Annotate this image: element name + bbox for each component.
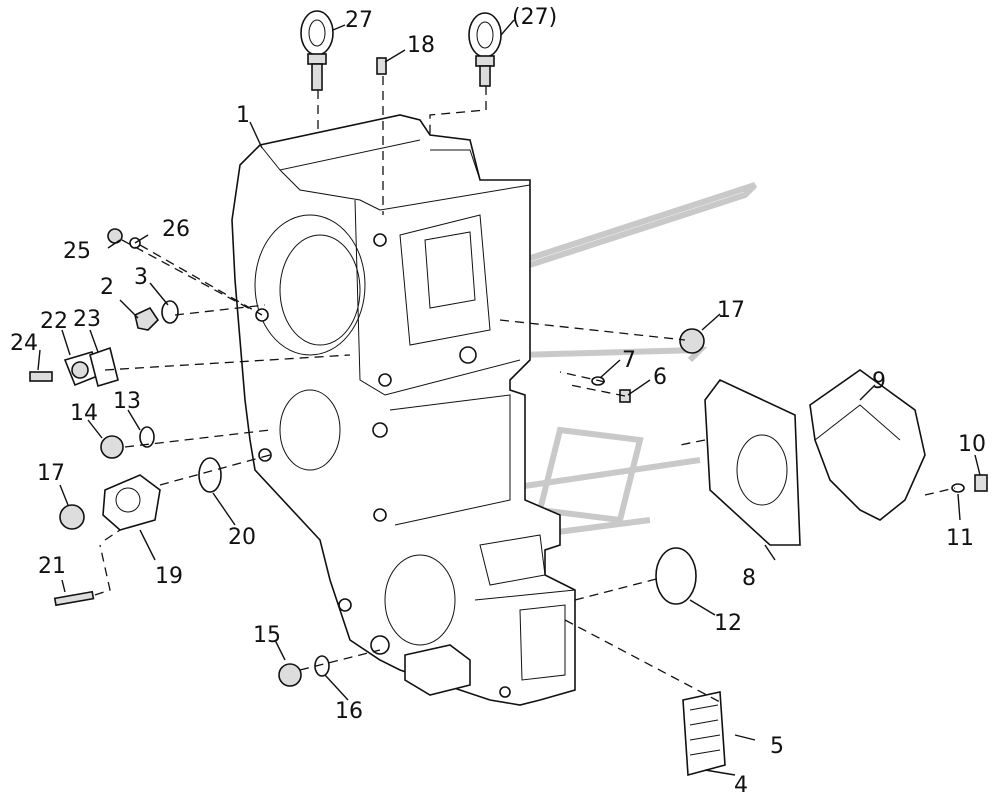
callout-2: 2: [100, 275, 114, 300]
callout-27-alt: (27): [512, 5, 557, 30]
bolt-10: [974, 474, 988, 492]
cover-12: [655, 547, 697, 605]
guard-9: [809, 369, 926, 521]
plug-17-right: [679, 328, 705, 354]
lifting-eye-27: [300, 10, 334, 91]
callout-5: 5: [770, 734, 784, 759]
callout-21: 21: [38, 554, 66, 579]
plug-15: [278, 663, 302, 687]
callout-9: 9: [872, 369, 886, 394]
callout-19: 19: [155, 564, 183, 589]
seal-ring-3: [161, 300, 179, 324]
seal-ring-13: [139, 426, 155, 448]
screw-24: [29, 371, 53, 382]
callout-27: 27: [345, 8, 373, 33]
callout-17-left: 17: [37, 461, 65, 486]
callout-22: 22: [40, 309, 68, 334]
callout-20: 20: [228, 525, 256, 550]
pump-cover-19: [102, 474, 161, 531]
callout-11: 11: [946, 526, 974, 551]
assembly-lines: [94, 76, 956, 703]
callout-26: 26: [162, 217, 190, 242]
gasket-23: [89, 346, 119, 388]
screw-21: [53, 590, 95, 607]
callout-10: 10: [958, 432, 986, 457]
callout-13: 13: [113, 389, 141, 414]
callout-6: 6: [653, 365, 667, 390]
lifting-eye-27-alt: [468, 12, 502, 87]
callout-7: 7: [622, 348, 636, 373]
screw-18: [376, 57, 387, 75]
washer-11: [951, 483, 965, 493]
callout-4: 4: [734, 773, 748, 798]
transmission-housing: [231, 114, 576, 706]
leader-lines: [37, 19, 981, 776]
callout-23: 23: [73, 307, 101, 332]
plug-14: [100, 435, 124, 459]
cover-plate-8: [704, 379, 801, 546]
nameplate-4: [682, 691, 726, 777]
callout-25: 25: [63, 239, 91, 264]
callout-1: 1: [236, 103, 250, 128]
callout-18: 18: [407, 33, 435, 58]
callout-15: 15: [253, 623, 281, 648]
plug-17-left: [59, 504, 85, 530]
callout-3: 3: [134, 265, 148, 290]
callout-16: 16: [335, 699, 363, 724]
callout-12: 12: [714, 611, 742, 636]
plug-2: [134, 306, 160, 331]
callout-8: 8: [742, 566, 756, 591]
callout-17-right: 17: [717, 298, 745, 323]
callout-24: 24: [10, 331, 38, 356]
o-ring-20: [198, 457, 222, 493]
callout-labels: 1 2 3 4 5 6 7 8 9 10 11 12 13 14 15 16 1…: [10, 5, 986, 798]
callout-14: 14: [70, 401, 98, 426]
